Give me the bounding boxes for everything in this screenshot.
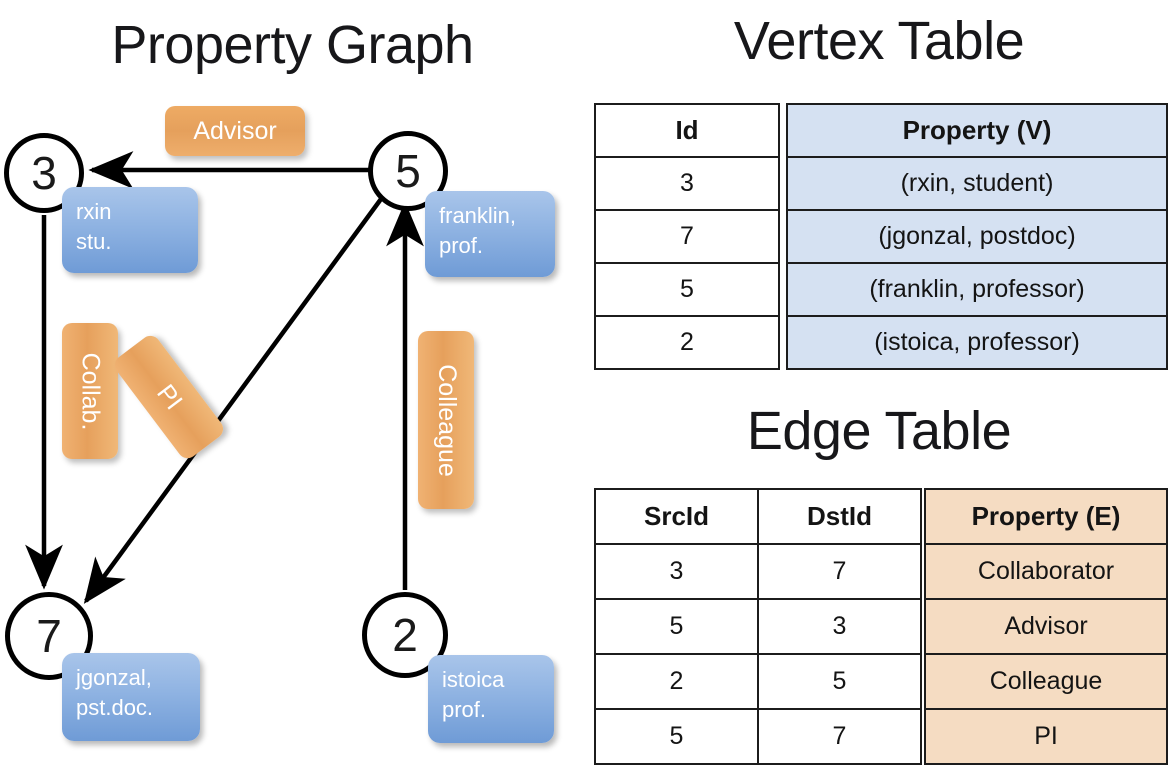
edge-label-collab: Collab. [62,323,118,459]
vertex-table-header-id: Id [594,103,780,158]
table-row: 5 7 [594,708,922,765]
vertex-property-box-3: rxin stu. [62,187,198,273]
edge-property-cell: Colleague [924,653,1168,710]
table-row: PI [924,708,1168,765]
table-header-row: Property (E) [924,488,1168,545]
vertex-property-line-1: franklin, [439,203,517,228]
table-row: (rxin, student) [786,156,1168,211]
vertex-property-cell: (franklin, professor) [786,262,1168,317]
edge-property-cell: Advisor [924,598,1168,655]
page-title-edge-table: Edge Table [746,401,1012,461]
table-row: (franklin, professor) [786,262,1168,317]
table-row: Advisor [924,598,1168,655]
vertex-property-line-2: stu. [76,228,112,254]
vertex-table-id-column: Id 3 7 5 2 [594,103,780,370]
vertex-property-cell: (rxin, student) [786,156,1168,211]
edge-property-cell: PI [924,708,1168,765]
vertex-id-cell: 7 [594,209,780,264]
page-title-property-graph: Property Graph [111,15,474,75]
table-row: 2 5 [594,653,922,710]
vertex-property-box-7: jgonzal, pst.doc. [62,653,200,741]
table-header-row: Property (V) [786,103,1168,158]
table-row: 7 [594,209,780,264]
vertex-property-box-2: istoica prof. [428,655,554,743]
vertex-property-line-2: prof. [442,696,487,722]
edge-dst-cell: 7 [757,708,922,765]
edge-table-property-column: Property (E) Collaborator Advisor Collea… [924,488,1168,765]
table-row: 3 [594,156,780,211]
edge-src-cell: 2 [594,653,759,710]
vertex-property-line-2: prof. [439,232,484,258]
edge-table-header-property: Property (E) [924,488,1168,545]
vertex-property-box-5: franklin, prof. [425,191,555,277]
edge-label-colleague: Colleague [418,331,474,509]
edge-dst-cell: 7 [757,543,922,600]
vertex-property-line-1: rxin [76,199,112,224]
edge-dst-cell: 5 [757,653,922,710]
vertex-property-line-1: istoica [442,667,505,692]
vertex-table-property-column: Property (V) (rxin, student) (jgonzal, p… [786,103,1168,370]
table-header-row: SrcId DstId [594,488,922,545]
vertex-id-cell: 5 [594,262,780,317]
graph-edges-svg [25,151,424,604]
table-row: Colleague [924,653,1168,710]
edge-label-advisor-text: Advisor [193,116,277,145]
vertex-property-line-2: pst.doc. [76,694,154,720]
graph-node-2[interactable]: 2 [362,592,448,678]
edge-table-header-dstid: DstId [757,488,922,545]
graph-node-5[interactable]: 5 [368,131,448,211]
edge-src-cell: 3 [594,543,759,600]
edge-src-cell: 5 [594,598,759,655]
table-row: 2 [594,315,780,370]
table-row: 3 7 [594,543,922,600]
edge-label-collab-text: Collab. [76,352,105,430]
table-header-row: Id [594,103,780,158]
table-row: (jgonzal, postdoc) [786,209,1168,264]
vertex-property-cell: (istoica, professor) [786,315,1168,370]
table-row: 5 3 [594,598,922,655]
vertex-property-line-1: jgonzal, [76,665,152,690]
edge-label-colleague-text: Colleague [432,363,461,477]
vertex-property-cell: (jgonzal, postdoc) [786,209,1168,264]
edge-dst-cell: 3 [757,598,922,655]
edge-label-pi-text: PI [151,378,188,415]
property-graph-diagram: 3 5 7 2 rxin stu. franklin, prof. jgonza… [0,0,585,760]
table-row: (istoica, professor) [786,315,1168,370]
vertex-table-header-property: Property (V) [786,103,1168,158]
table-row: 5 [594,262,780,317]
edge-label-advisor: Advisor [165,106,305,156]
page-title-vertex-table: Vertex Table [733,11,1025,71]
edge-src-cell: 5 [594,708,759,765]
edge-5-to-7 [83,197,383,604]
edge-table-src-dst-columns: SrcId DstId 3 7 5 3 2 5 5 7 [594,488,922,765]
vertex-id-cell: 2 [594,315,780,370]
edge-property-cell: Collaborator [924,543,1168,600]
edge-table-header-srcid: SrcId [594,488,759,545]
table-row: Collaborator [924,543,1168,600]
vertex-id-cell: 3 [594,156,780,211]
